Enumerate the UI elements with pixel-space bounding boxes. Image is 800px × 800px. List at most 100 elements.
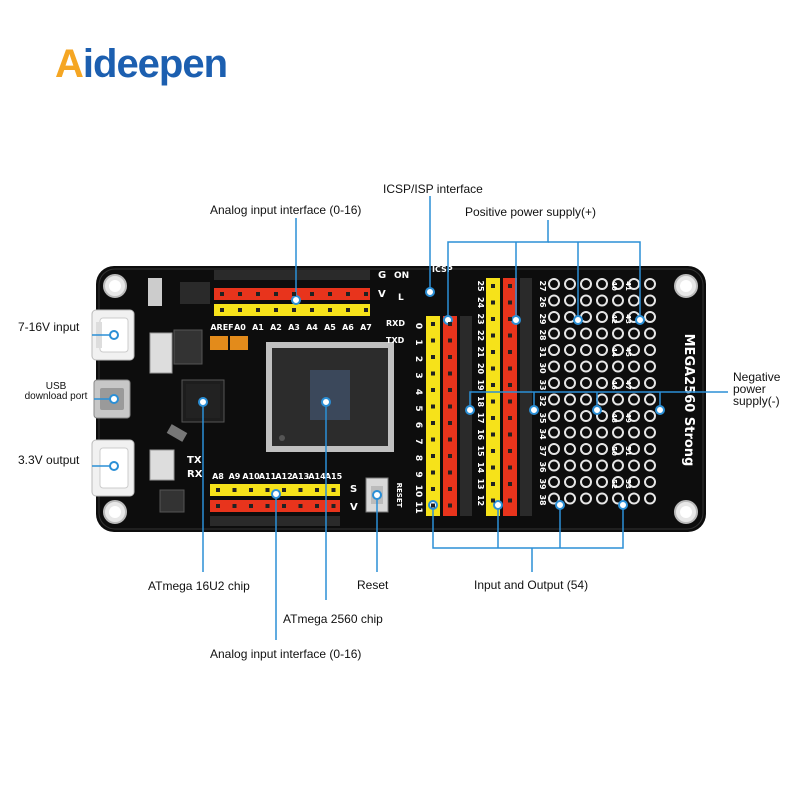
pin-label-a12: A12 [275, 472, 292, 481]
proto-hole [580, 393, 592, 406]
header-pin [448, 487, 452, 491]
pin-label-d21: 21 [476, 346, 485, 358]
pin-label-d53: 53 [624, 479, 632, 489]
header-pin [431, 454, 435, 458]
header-pin [431, 437, 435, 442]
header-pin [282, 488, 286, 492]
pin-label-d40: 40 [610, 281, 618, 291]
header-pin [491, 333, 495, 338]
proto-hole [548, 476, 560, 488]
header-pin [328, 308, 332, 312]
proto-hole [596, 377, 608, 389]
header-pin [216, 488, 220, 492]
header-pin [491, 366, 495, 371]
proto-hole [564, 278, 576, 290]
pin-label-a11: A11 [259, 472, 277, 481]
pin-label-d34: 34 [538, 428, 547, 440]
pin-label-a5: A5 [324, 323, 336, 332]
header-pin [232, 488, 237, 492]
pin-label-d17: 17 [476, 412, 485, 423]
pin-label-d13: 13 [476, 478, 485, 489]
pin-label-d47: 47 [624, 380, 632, 390]
header-pin [508, 383, 512, 387]
proto-hole [596, 360, 608, 373]
header-pin [448, 371, 452, 376]
proto-hole [580, 443, 592, 455]
proto-hole [644, 278, 656, 290]
pin-label-a8: A8 [212, 472, 224, 481]
reset-silk: RESET [395, 483, 403, 508]
header-pin [491, 317, 495, 321]
pin-label-a1: A1 [252, 323, 264, 332]
proto-hole [580, 377, 592, 389]
proto-hole [628, 410, 640, 422]
pin-label-d8: 8 [413, 455, 423, 461]
header-pin [346, 308, 350, 312]
proto-hole [644, 443, 656, 455]
proto-hole [612, 294, 624, 307]
proto-hole [644, 360, 656, 373]
header-pin [448, 404, 452, 409]
proto-hole [564, 459, 576, 472]
pin-label-d2: 2 [413, 356, 423, 362]
proto-hole [580, 294, 592, 307]
header-pin [310, 292, 314, 296]
pin-label-d11: 11 [413, 501, 423, 514]
label-atmega2560: ATmega 2560 chip [283, 612, 383, 626]
header-pin [508, 432, 512, 437]
header-pin [508, 399, 512, 404]
label-3v3-output: 3.3V output [18, 453, 80, 467]
header-pin [448, 322, 452, 326]
header-pin [274, 292, 278, 296]
header-pin [491, 449, 495, 453]
pin-label-d4: 4 [413, 389, 423, 395]
pin-label-d26: 26 [538, 296, 547, 308]
proto-hole [564, 476, 576, 488]
row-v-silk-bottom: V [350, 502, 358, 513]
label-reset: Reset [357, 578, 389, 592]
pin-label-d7: 7 [413, 438, 423, 444]
proto-hole [628, 344, 640, 356]
header-pin [431, 487, 435, 491]
proto-hole [548, 278, 560, 290]
pin-label-d1: 1 [413, 339, 423, 345]
proto-hole [548, 426, 560, 439]
proto-hole [612, 410, 624, 422]
pin-label-d45: 45 [624, 347, 632, 357]
header-pin [331, 504, 336, 508]
proto-hole [644, 459, 656, 472]
header-pin [431, 322, 435, 326]
header-pin [448, 454, 452, 458]
pin-label-d19: 19 [476, 379, 485, 391]
proto-hole [596, 327, 608, 340]
pin-label-d44: 44 [610, 347, 618, 357]
header-pin [364, 292, 368, 296]
header-pin [256, 308, 260, 312]
proto-hole [628, 327, 640, 340]
header-pin [508, 449, 512, 453]
proto-hole [548, 377, 560, 389]
proto-hole [628, 476, 640, 488]
proto-hole [644, 393, 656, 406]
pin-label-a2: A2 [270, 323, 282, 332]
proto-hole [596, 344, 608, 356]
header-pin [431, 388, 435, 392]
proto-hole [564, 294, 576, 307]
digital-header-cols [426, 278, 532, 516]
pin-label-d22: 22 [476, 330, 485, 341]
pin-label-d14: 14 [476, 462, 485, 474]
proto-hole [548, 459, 560, 472]
header-pin [508, 498, 512, 503]
proto-hole [596, 393, 608, 406]
header-pin [431, 503, 435, 508]
header-pin [249, 488, 253, 492]
proto-hole [644, 377, 656, 389]
pin-label-d28: 28 [538, 329, 547, 341]
header-pin [346, 292, 350, 296]
tx-silk: TX [187, 455, 202, 466]
rx-silk: RX [187, 469, 203, 480]
header-pin [491, 399, 495, 404]
